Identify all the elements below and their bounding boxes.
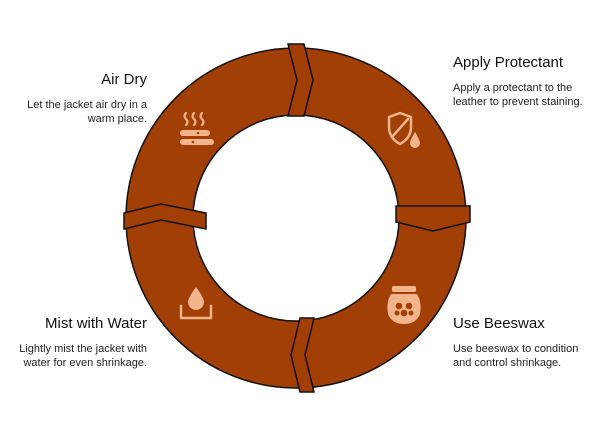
step-apply-protectant: Apply Protectant Apply a protectant to t… xyxy=(453,54,593,109)
step-air-dry: Air Dry Let the jacket air dry in a warm… xyxy=(10,71,147,126)
step-title: Use Beeswax xyxy=(453,315,545,332)
shield-droplet-icon xyxy=(387,111,420,148)
step-description: Lightly mist the jacket with water for e… xyxy=(19,343,147,369)
arrow-top xyxy=(287,43,314,117)
arrow-left xyxy=(123,203,207,230)
water-drop-basin-icon xyxy=(179,287,213,320)
step-title: Air Dry xyxy=(101,71,147,88)
step-use-beeswax: Use Beeswax Use beeswax to condition and… xyxy=(453,315,593,370)
arrow-right xyxy=(395,205,471,232)
step-mist-with-water: Mist with Water Lightly mist the jacket … xyxy=(10,315,147,370)
step-title: Mist with Water xyxy=(45,315,147,332)
honey-jar-icon xyxy=(387,286,421,324)
arrow-bottom xyxy=(290,317,315,393)
step-description: Use beeswax to condition and control shr… xyxy=(453,343,579,369)
step-title: Apply Protectant xyxy=(453,54,564,71)
heat-waves-icon xyxy=(180,111,214,145)
step-description: Let the jacket air dry in a warm place. xyxy=(27,99,147,125)
step-description: Apply a protectant to the leather to pre… xyxy=(453,82,583,108)
